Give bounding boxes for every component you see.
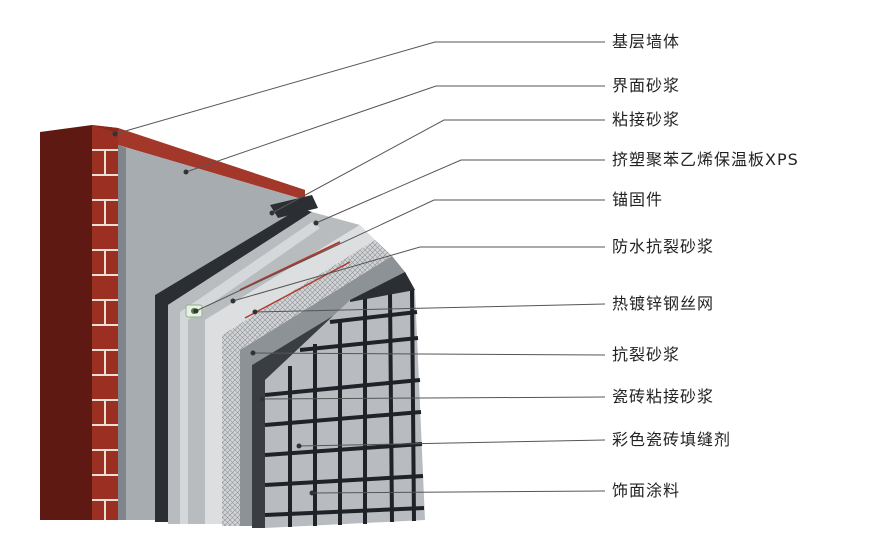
label-steel-mesh: 热镀锌钢丝网 <box>612 294 715 313</box>
waterproof-mortar-layer <box>205 225 375 524</box>
bonding-mortar-top <box>270 195 318 218</box>
xps-board-front <box>180 222 320 524</box>
tile-grout-lines <box>264 289 425 527</box>
leader-crack-mortar <box>252 352 606 356</box>
brick-wall-side <box>40 125 92 520</box>
interface-mortar-edge <box>118 145 126 520</box>
label-tile-mortar: 瓷砖粘接砂浆 <box>612 387 715 406</box>
leader-bonding-mortar <box>271 119 605 214</box>
leader-dots <box>112 131 319 496</box>
label-finish-coating: 饰面涂料 <box>612 481 681 500</box>
brick-top-front <box>118 128 305 200</box>
leader-lines <box>114 41 606 494</box>
label-waterproof-mortar: 防水抗裂砂浆 <box>612 237 715 256</box>
leader-tile-grout <box>298 439 606 447</box>
brick-joints <box>92 149 118 520</box>
bonding-mortar-layer <box>155 208 312 522</box>
tile-edge <box>350 272 415 302</box>
leader-finish-coating <box>311 490 606 494</box>
label-xps-board: 挤塑聚苯乙烯保温板XPS <box>612 150 799 169</box>
leader-xps-board <box>315 159 605 224</box>
leader-waterproof-mortar <box>232 246 605 302</box>
leader-base-wall <box>114 41 605 135</box>
label-crack-mortar: 抗裂砂浆 <box>612 345 681 364</box>
leader-interface-mortar <box>185 85 605 173</box>
label-tile-grout: 彩色瓷砖填缝剂 <box>612 430 732 449</box>
leader-anchor <box>195 199 605 312</box>
anchor-wire-2 <box>244 261 351 319</box>
leader-steel-mesh <box>254 303 606 313</box>
interface-mortar-layer <box>118 145 305 520</box>
label-interface-mortar: 界面砂浆 <box>612 76 681 95</box>
label-bonding-mortar: 粘接砂浆 <box>612 110 681 129</box>
anchor-wire <box>239 241 341 291</box>
label-anchor: 锚固件 <box>612 190 664 209</box>
leader-tile-mortar <box>261 396 606 400</box>
label-base-wall: 基层墙体 <box>612 32 681 51</box>
